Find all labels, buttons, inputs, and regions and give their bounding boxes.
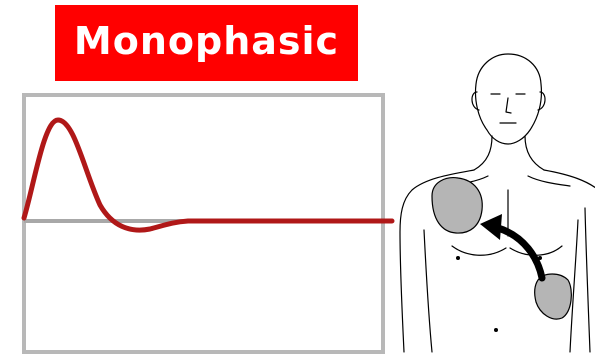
neck-right [525, 136, 544, 170]
waveform-graph [24, 95, 392, 352]
nose [506, 98, 511, 113]
left-torso-side [424, 230, 432, 352]
electrode-pads [432, 178, 571, 319]
right-collarbone [528, 176, 570, 186]
right-arm [585, 208, 590, 352]
pectoral-left [452, 246, 506, 255]
neck-left [474, 136, 492, 170]
left-nipple [456, 256, 460, 260]
navel [494, 328, 498, 332]
arrow-head [480, 214, 502, 240]
right-torso-side [570, 220, 578, 352]
head-outline [475, 54, 541, 144]
electrode-pad-upper [432, 178, 482, 233]
body-dots [456, 256, 542, 332]
current-arrow [480, 214, 542, 278]
